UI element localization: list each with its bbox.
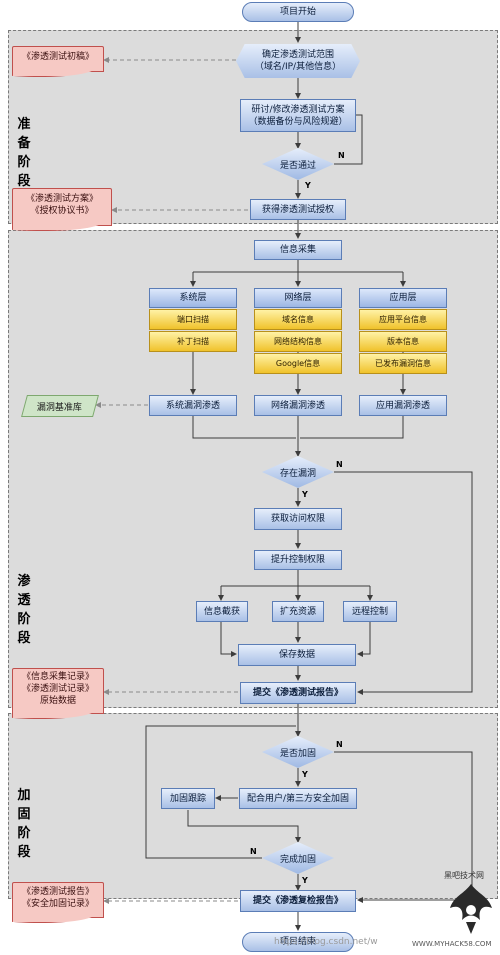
site-watermark: WWW.MYHACK58.COM [412,940,492,948]
blog-watermark: https://blog.csdn.net/w [274,937,378,947]
plan-line2: （数据备份与风险规避） [248,116,348,127]
patch-scan-node: 补丁扫描 [149,331,237,352]
net-pen-node: 网络漏洞渗透 [254,395,342,416]
submit-recheck-node: 提交《渗透复检报告》 [240,890,356,912]
cooperate-node: 配合用户/第三方安全加固 [239,788,357,809]
get-access-node: 获取访问权限 [254,508,342,530]
final-doc-line2: 《安全加固记录》 [21,898,94,909]
plan-node: 研讨/修改渗透测试方案 （数据备份与风险规避） [240,99,356,132]
net-struct-node: 网络结构信息 [254,331,342,352]
system-layer-node: 系统层 [149,288,237,308]
plan-doc-line1: 《渗透测试方案》 [25,193,98,204]
approved-no-label: N [338,151,345,160]
brand-watermark: 黑吧技术网 [444,871,484,880]
expand-node: 扩充资源 [272,601,324,622]
version-info-node: 版本信息 [359,331,447,352]
records-doc-line2: 《渗透测试记录》 [21,683,94,694]
has-vuln-yes-label: Y [302,490,308,499]
final-doc: 《渗透测试报告》 《安全加固记录》 [12,882,104,918]
has-vuln-no-label: N [336,460,343,469]
phase-penetrate-label: 渗透阶段 [17,574,31,646]
submit-report-node: 提交《渗透测试报告》 [240,682,356,704]
google-info-node: Google信息 [254,353,342,374]
scope-node: 确定渗透测试范围 （域名/IP/其他信息） [236,44,360,78]
collect-node: 信息采集 [254,240,342,260]
plan-line1: 研讨/修改渗透测试方案 [251,104,345,115]
intercept-node: 信息截获 [196,601,248,622]
records-doc-line3: 原始数据 [39,695,76,706]
dragon-logo-icon [450,884,492,934]
end-node: 项目结束 [242,932,354,952]
save-node: 保存数据 [238,644,356,666]
need-harden-no-label: N [336,740,343,749]
network-layer-node: 网络层 [254,288,342,308]
app-pen-node: 应用漏洞渗透 [359,395,447,416]
vuln-db-text: 漏洞基准库 [37,402,83,413]
done-harden-yes-label: Y [302,876,308,885]
draft-doc: 《渗透测试初稿》 [12,46,104,72]
authorize-node: 获得渗透测试授权 [250,199,346,220]
start-node: 项目开始 [242,2,354,22]
remote-node: 远程控制 [343,601,397,622]
scope-line2: （域名/IP/其他信息） [254,62,342,72]
domain-info-node: 域名信息 [254,309,342,330]
sys-pen-node: 系统漏洞渗透 [149,395,237,416]
published-vuln-node: 已发布漏洞信息 [359,353,447,374]
vuln-db-shape: 漏洞基准库 [21,395,99,417]
port-scan-node: 端口扫描 [149,309,237,330]
plan-doc-line2: 《授权协议书》 [30,205,94,216]
scope-line1: 确定渗透测试范围 [261,50,334,60]
records-doc: 《信息采集记录》 《渗透测试记录》 原始数据 [12,668,104,714]
app-layer-node: 应用层 [359,288,447,308]
done-harden-no-label: N [250,847,257,856]
phase-harden-label: 加固阶段 [17,788,31,860]
track-node: 加固跟踪 [161,788,215,809]
draft-doc-text: 《渗透测试初稿》 [21,51,94,62]
escalate-node: 提升控制权限 [254,550,342,570]
records-doc-line1: 《信息采集记录》 [21,671,94,682]
need-harden-yes-label: Y [302,770,308,779]
phase-prepare-label: 准备阶段 [17,117,31,189]
plan-doc: 《渗透测试方案》 《授权协议书》 [12,188,112,226]
approved-yes-label: Y [305,181,311,190]
final-doc-line1: 《渗透测试报告》 [21,886,94,897]
app-platform-node: 应用平台信息 [359,309,447,330]
